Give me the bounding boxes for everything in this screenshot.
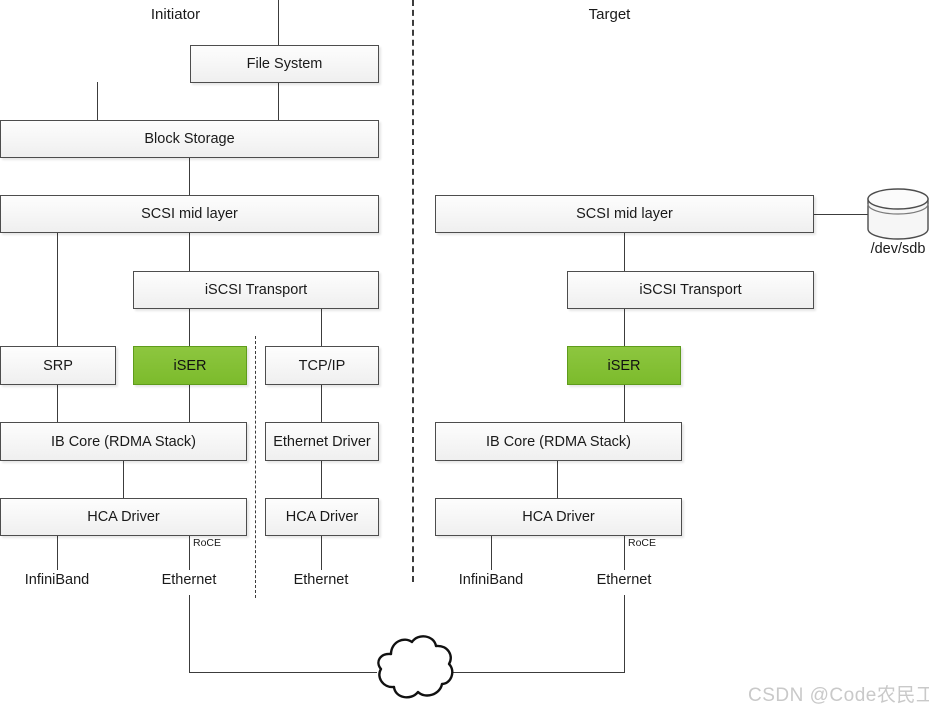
node-ethernet-driver[interactable]: Ethernet Driver [265,422,379,461]
disk-cylinder [866,188,929,240]
connector-ethdriver-to-hca [321,461,322,498]
connector-srp-to-ibcore [57,385,58,422]
node-iscsi-transport-initiator[interactable]: iSCSI Transport [133,271,379,309]
node-hca-driver-initiator-ib[interactable]: HCA Driver [0,498,247,536]
initiator-target-divider [412,0,414,582]
wire-label-infiniband-target: InfiniBand [458,572,524,588]
node-ib-core-initiator[interactable]: IB Core (RDMA Stack) [0,422,247,461]
rdma-tcp-divider [255,336,256,598]
connector-scsi-to-iscsi [189,233,190,271]
node-hca-driver-target[interactable]: HCA Driver [435,498,682,536]
connector-top-to-filesystem [278,0,279,45]
connector-ibcore-to-hca [123,461,124,498]
watermark: CSDN @Code农民工 [748,685,929,706]
connector-network-bus-right [447,672,625,673]
wire-label-ethernet-initiator: Ethernet [161,572,217,588]
wire-label-ethernet-tcp: Ethernet [293,572,349,588]
connector-hca-to-ethernet-roce [189,536,190,570]
connector-hca-to-infiniband-target [491,536,492,570]
connector-stub-to-blockstorage [97,82,98,121]
connector-hca-to-infiniband [57,536,58,570]
node-file-system[interactable]: File System [190,45,379,83]
connector-iscsi-to-iser [189,309,190,346]
connector-ethernet-to-network [189,595,190,672]
connector-network-bus-left [189,672,377,673]
node-srp[interactable]: SRP [0,346,116,385]
wire-label-infiniband-initiator: InfiniBand [24,572,90,588]
target-title: Target [588,6,631,23]
disk-label: /dev/sdb [870,241,926,257]
node-iser-initiator[interactable]: iSER [133,346,247,385]
connector-ethernet-to-network-target [624,595,625,672]
node-block-storage[interactable]: Block Storage [0,120,379,158]
roce-label-initiator: RoCE [193,537,222,549]
connector-tcpip-to-ethdriver [321,385,322,422]
node-scsi-mid-layer-initiator[interactable]: SCSI mid layer [0,195,379,233]
connector-iscsi-to-tcpip [321,309,322,346]
connector-hca-to-ethernet-roce-target [624,536,625,570]
connector-iser-to-ibcore [189,385,190,422]
connector-scsi-to-srp [57,233,58,346]
connector-iscsi-to-iser-target [624,309,625,346]
node-iser-target[interactable]: iSER [567,346,681,385]
node-hca-driver-initiator-eth[interactable]: HCA Driver [265,498,379,536]
node-ib-core-target[interactable]: IB Core (RDMA Stack) [435,422,682,461]
connector-blockstorage-to-scsi [189,158,190,196]
connector-scsi-to-disk [814,214,869,215]
connector-iser-to-ibcore-target [624,385,625,422]
connector-scsi-to-iscsi-target [624,233,625,271]
connector-hca2-to-ethernet [321,536,322,570]
node-tcp-ip[interactable]: TCP/IP [265,346,379,385]
node-scsi-mid-layer-target[interactable]: SCSI mid layer [435,195,814,233]
wire-label-ethernet-target: Ethernet [596,572,652,588]
network-cloud-icon [366,629,462,711]
initiator-title: Initiator [150,6,201,23]
node-iscsi-transport-target[interactable]: iSCSI Transport [567,271,814,309]
connector-ibcore-to-hca-target [557,461,558,498]
connector-filesystem-to-blockstorage [278,83,279,121]
roce-label-target: RoCE [628,537,657,549]
